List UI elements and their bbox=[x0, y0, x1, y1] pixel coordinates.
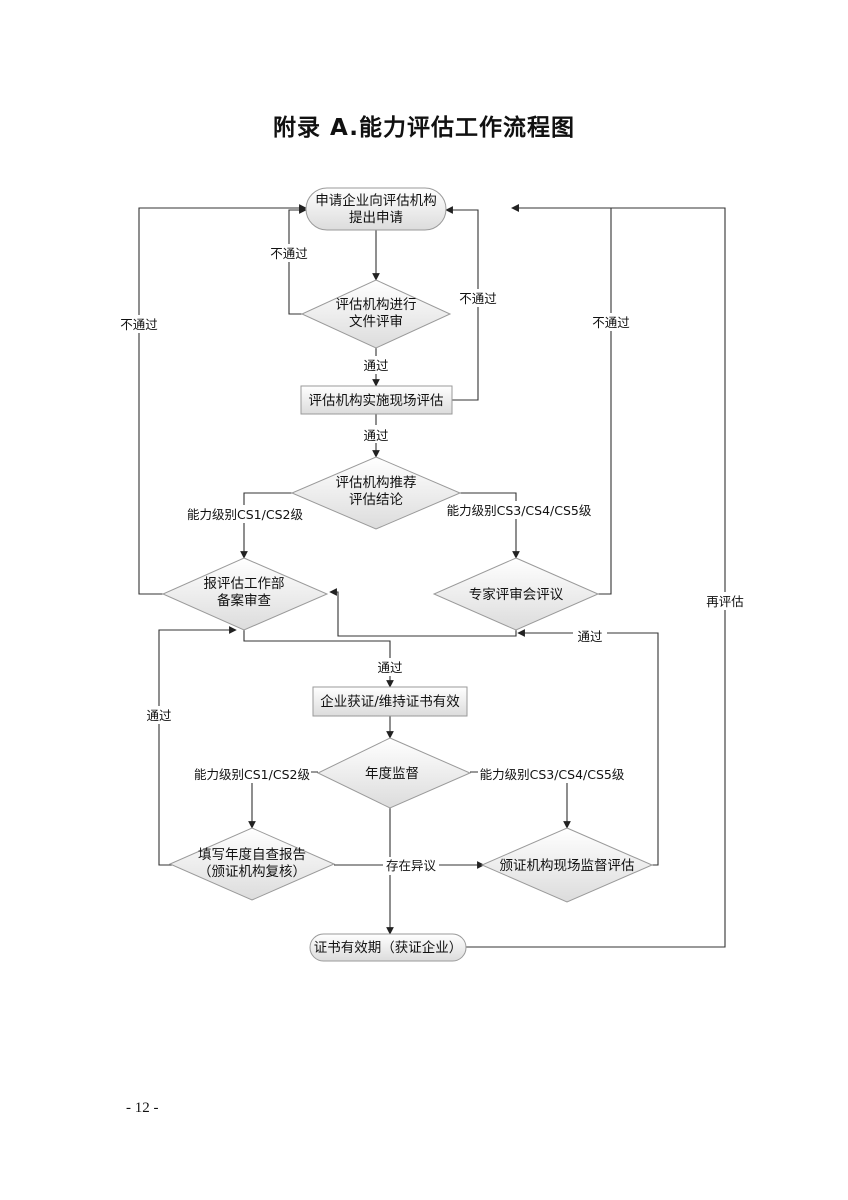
label-reassess: 再评估 bbox=[706, 594, 744, 609]
node-recommend-line1: 评估机构推荐 bbox=[336, 475, 417, 491]
node-certify: 企业获证/维持证书有效 bbox=[312, 686, 468, 717]
label-fail-report: 不通过 bbox=[120, 317, 158, 332]
edge-selfcheck-pass bbox=[158, 626, 237, 866]
edge-reassess bbox=[466, 204, 726, 948]
node-annual: 年度监督 bbox=[316, 737, 472, 809]
node-self-check: 填写年度自查报告 （颁证机构复核） bbox=[168, 827, 336, 901]
node-valid-text: 证书有效期（获证企业） bbox=[314, 939, 463, 956]
edge-site-pass bbox=[517, 629, 659, 866]
page-number: - 12 - bbox=[126, 1100, 159, 1116]
edge-report-fail bbox=[138, 204, 307, 595]
node-self-check-line2: （颁证机构复核） bbox=[198, 863, 306, 880]
node-doc-review: 评估机构进行 文件评审 bbox=[300, 279, 452, 349]
node-annual-text: 年度监督 bbox=[365, 766, 419, 782]
label-level-low-b: 能力级别CS1/CS2级 bbox=[194, 767, 310, 782]
label-fail-expert: 不通过 bbox=[592, 315, 630, 330]
page-title: 附录 A.能力评估工作流程图 bbox=[273, 115, 575, 141]
node-onsite-text: 评估机构实施现场评估 bbox=[309, 393, 444, 409]
label-level-low-a: 能力级别CS1/CS2级 bbox=[187, 507, 303, 522]
edge-expert-fail bbox=[511, 204, 612, 595]
label-pass-expert: 通过 bbox=[577, 629, 603, 644]
node-recommend: 评估机构推荐 评估结论 bbox=[290, 456, 462, 530]
edge-report-pass bbox=[243, 630, 394, 688]
node-site-supervise: 颁证机构现场监督评估 bbox=[480, 827, 654, 903]
label-fail-review: 不通过 bbox=[270, 246, 308, 261]
edge-expert-pass bbox=[329, 588, 517, 637]
label-level-high-b: 能力级别CS3/CS4/CS5级 bbox=[480, 767, 625, 782]
node-doc-review-line2: 文件评审 bbox=[349, 314, 403, 330]
node-certify-text: 企业获证/维持证书有效 bbox=[320, 693, 460, 710]
edge-recommend-low bbox=[240, 492, 292, 559]
node-apply-line2: 提出申请 bbox=[349, 210, 403, 226]
edge-recommend-high bbox=[460, 492, 520, 559]
label-pass-selfcheck: 通过 bbox=[146, 708, 172, 723]
node-apply: 申请企业向评估机构 提出申请 bbox=[305, 187, 447, 231]
node-report-line2: 备案审查 bbox=[217, 592, 271, 609]
node-report: 报评估工作部 备案审查 bbox=[161, 557, 329, 631]
node-report-line1: 报评估工作部 bbox=[204, 576, 285, 592]
node-apply-line1: 申请企业向评估机构 bbox=[315, 192, 437, 209]
label-level-high-a: 能力级别CS3/CS4/CS5级 bbox=[447, 503, 592, 518]
label-pass-review: 通过 bbox=[363, 358, 389, 373]
node-valid: 证书有效期（获证企业） bbox=[309, 933, 467, 962]
node-doc-review-line1: 评估机构进行 bbox=[336, 297, 417, 313]
label-pass-report: 通过 bbox=[377, 660, 403, 675]
label-fail-onsite: 不通过 bbox=[459, 291, 497, 306]
label-objection: 存在异议 bbox=[386, 858, 437, 873]
node-expert-text: 专家评审会评议 bbox=[469, 586, 564, 603]
node-site-supervise-text: 颁证机构现场监督评估 bbox=[500, 858, 635, 874]
label-pass-onsite: 通过 bbox=[363, 428, 389, 443]
edge-labels: 不通过 不通过 不通过 不通过 通过 通过 能力级别CS1/CS2级 能力级别C… bbox=[116, 244, 748, 875]
node-expert: 专家评审会评议 bbox=[432, 557, 600, 631]
node-self-check-line1: 填写年度自查报告 bbox=[198, 847, 306, 863]
node-onsite: 评估机构实施现场评估 bbox=[300, 385, 453, 415]
node-recommend-line2: 评估结论 bbox=[349, 492, 403, 508]
